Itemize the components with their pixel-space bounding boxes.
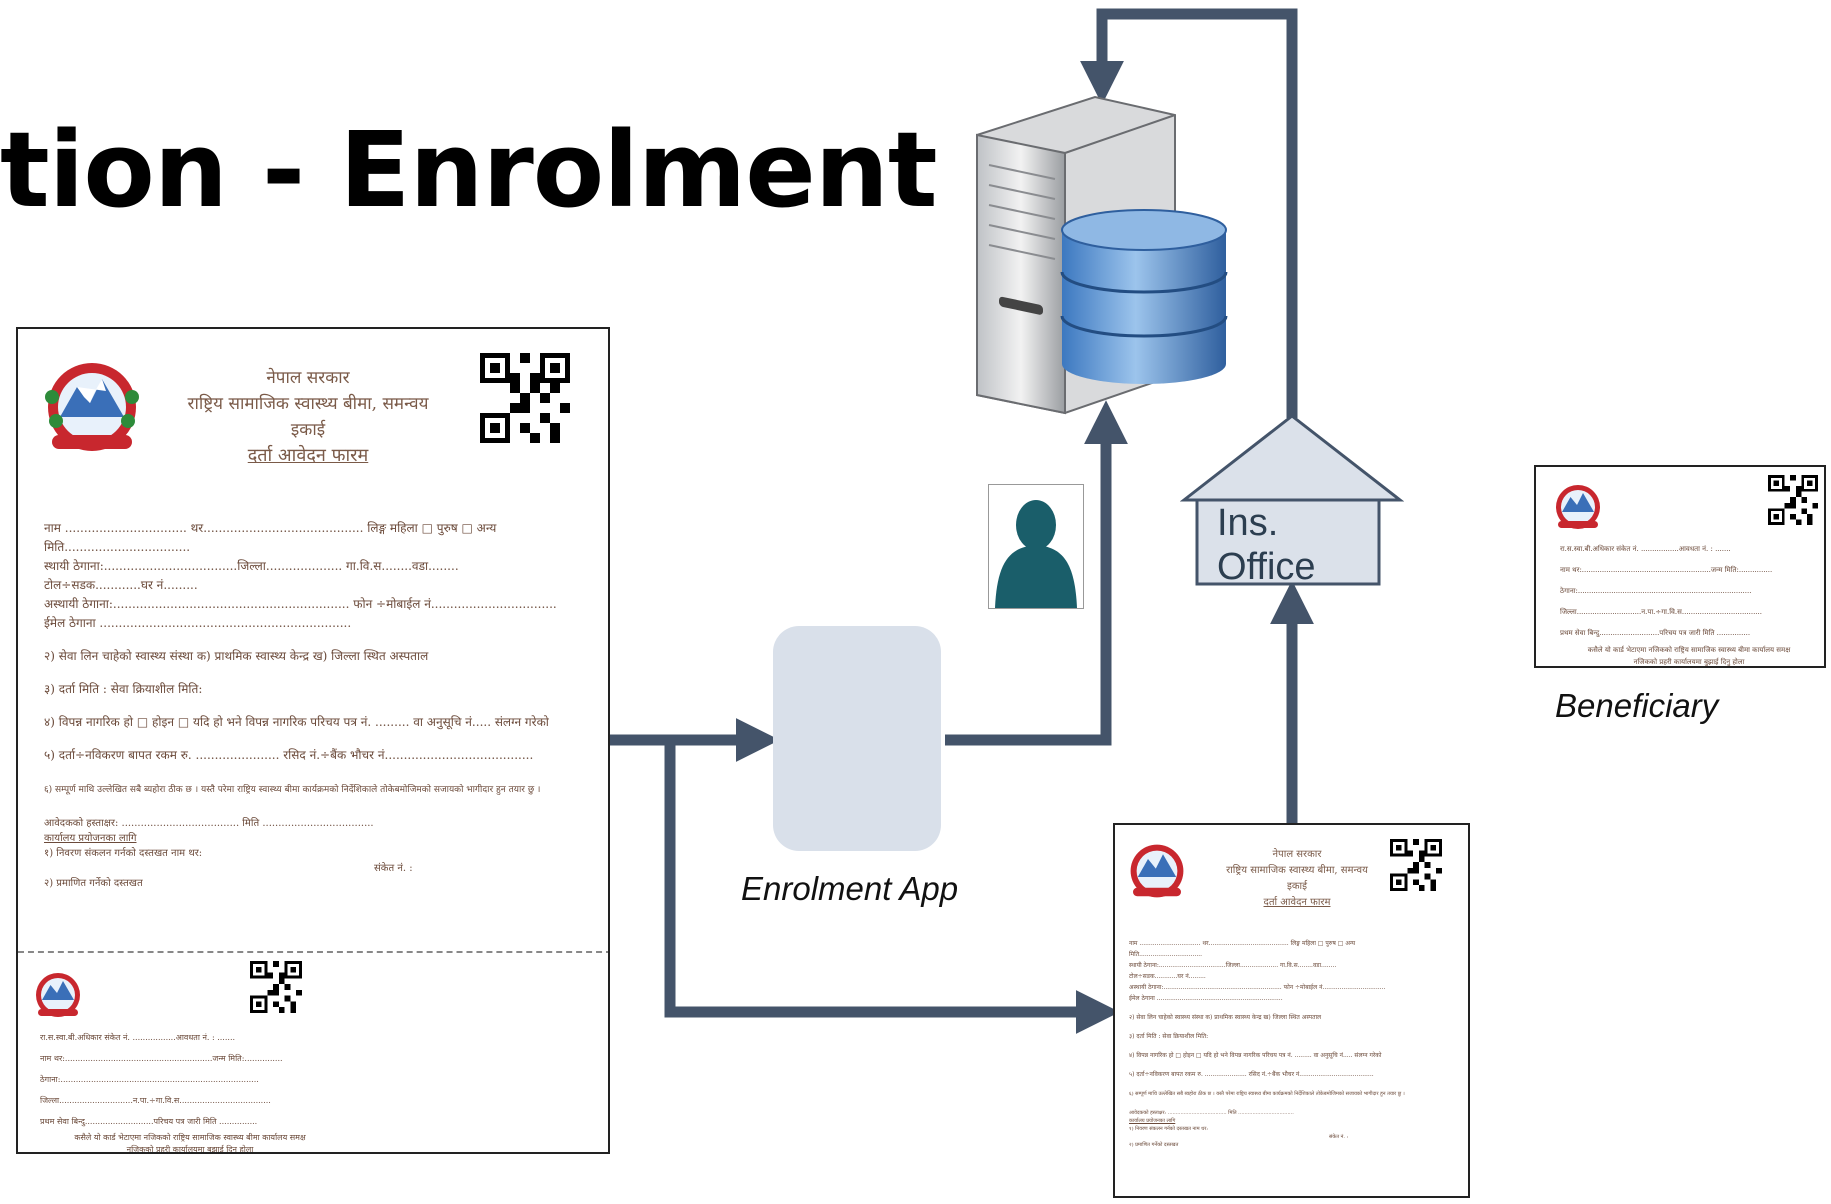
form-header-title: दर्ता आवेदन फारम bbox=[247, 445, 369, 466]
emblem-icon bbox=[32, 357, 152, 457]
form-field-line: आवेदकको हस्ताक्षर: .....................… bbox=[44, 818, 374, 829]
form-field-line: नाम ................................ थर.… bbox=[44, 521, 497, 535]
card-line: प्रथम सेवा बिन्दु.......................… bbox=[40, 1117, 258, 1126]
form-field-line: ५) दर्ता÷नविकरण बापत रकम रु. ...........… bbox=[1129, 1071, 1374, 1078]
form-field-line: २) सेवा लिन चाहेको स्वास्थ्य संस्था क) प… bbox=[44, 649, 429, 663]
qr-code-icon bbox=[480, 353, 570, 443]
registration-form-copy: नेपाल सरकार राष्ट्रिय सामाजिक स्वास्थ्य … bbox=[1113, 823, 1470, 1198]
card-line: नाम थर:.................................… bbox=[1560, 566, 1773, 574]
form-field-line: २) सेवा लिन चाहेको स्वास्थ्य संस्था क) प… bbox=[1129, 1014, 1322, 1021]
enrolment-app-label: Enrolment App bbox=[741, 870, 959, 907]
card-line: प्रथम सेवा बिन्दु.......................… bbox=[1560, 629, 1751, 637]
form-field-line: टोल÷सडक............घर नं......... bbox=[44, 578, 198, 592]
form-header-gov: नेपाल सरकार bbox=[1272, 849, 1322, 860]
arrow-form-to-copy bbox=[664, 740, 1120, 1034]
qr-code-icon bbox=[1768, 475, 1818, 525]
form-field-line: ४) विपन्न नागरिक हो □ होइन □ यदि हो भने … bbox=[44, 715, 549, 729]
qr-code-icon bbox=[250, 961, 302, 1013]
ins-office-label: Ins. Office bbox=[1217, 501, 1316, 589]
form-field-line: कार्यालय प्रयोजनका लागि bbox=[44, 833, 137, 844]
form-header-title: दर्ता आवेदन फारम bbox=[1263, 897, 1331, 908]
card-line: ठेगाना:.................................… bbox=[40, 1075, 259, 1084]
form-header-unit-2: इकाई bbox=[1286, 881, 1308, 892]
form-header-unit: राष्ट्रिय सामाजिक स्वास्थ्य बीमा, समन्वय bbox=[187, 394, 429, 414]
form-field-line: ३) दर्ता मिति : सेवा क्रियाशील मिति: bbox=[1129, 1033, 1209, 1040]
card-fields: रा.स.स्वा.बी.अधिकार संकेत नं. ..........… bbox=[1560, 539, 1818, 666]
form-field-line: ईमेल ठेगाना ............................… bbox=[1129, 995, 1283, 1002]
beneficiary-label: Beneficiary bbox=[1555, 687, 1719, 724]
form-field-line: मिति................................. bbox=[44, 540, 191, 554]
card-line: ठेगाना:.................................… bbox=[1560, 587, 1752, 595]
form-field-line: ५) दर्ता÷नविकरण बापत रकम रु. ...........… bbox=[44, 748, 534, 762]
form-field-line: आवेदकको हस्ताक्षर: .....................… bbox=[1129, 1110, 1294, 1116]
card-line: जिल्ला.............................न.पा.… bbox=[40, 1096, 271, 1105]
form-field-line: टोल÷सडक............घर नं......... bbox=[1129, 973, 1206, 980]
card-line: कसैले यो कार्ड भेटाएमा नजिकको राष्ट्रिय … bbox=[74, 1133, 306, 1142]
form-field-line: संकेत नं. : bbox=[1329, 1134, 1349, 1140]
form-header-unit: राष्ट्रिय सामाजिक स्वास्थ्य बीमा, समन्वय bbox=[1226, 865, 1368, 876]
card-line: नजिकको प्रहरी कार्यालयमा बुझाई दिनु होला bbox=[1633, 658, 1745, 666]
office-house-icon bbox=[1180, 412, 1404, 587]
form-field-line: ईमेल ठेगाना ............................… bbox=[44, 616, 352, 630]
form-fields: नाम ................................ थर.… bbox=[44, 519, 604, 891]
form-field-line: ६) सम्पूर्ण माथि उल्लेखित सबै ब्यहोरा ठी… bbox=[1129, 1091, 1405, 1097]
form-field-line: कार्यालय प्रयोजनका लागि bbox=[1129, 1118, 1176, 1124]
registration-form: नेपाल सरकार राष्ट्रिय सामाजिक स्वास्थ्य … bbox=[16, 327, 610, 1154]
form-field-line: मिति................................. bbox=[1129, 951, 1203, 958]
form-field-line: स्थायी ठेगाना:..........................… bbox=[44, 559, 459, 573]
card-line: नाम थर:.................................… bbox=[40, 1054, 283, 1063]
ins-office-line2: Office bbox=[1217, 546, 1316, 588]
form-field-line: २) प्रमाणित गर्नेको दस्तखत bbox=[1129, 1142, 1179, 1148]
card-line: जिल्ला.............................न.पा.… bbox=[1560, 608, 1762, 616]
form-field-line: १) निवरण संकलन गर्नको दस्तखत नाम थर: bbox=[44, 848, 203, 859]
form-field-line: २) प्रमाणित गर्नेको दस्तखत bbox=[44, 878, 143, 889]
form-field-line: अस्थायी ठेगाना:.........................… bbox=[44, 597, 557, 611]
arrow-office-to-server bbox=[1080, 8, 1298, 418]
card-line: कसैले यो कार्ड भेटाएमा नजिकको राष्ट्रिय … bbox=[1587, 646, 1791, 654]
arrow-app-to-server bbox=[945, 400, 1128, 746]
card-fields: रा.स.स्वा.बी.अधिकार संकेत नं. ..........… bbox=[40, 1027, 340, 1154]
card-line: रा.स.स्वा.बी.अधिकार संकेत नं. ..........… bbox=[1560, 545, 1731, 553]
tear-line bbox=[18, 951, 608, 953]
card-line: नजिकको प्रहरी कार्यालयमा बुझाई दिनु होला bbox=[126, 1145, 254, 1154]
form-field-line: संकेत नं. : bbox=[374, 863, 413, 874]
form-field-line: ४) विपन्न नागरिक हो □ होइन □ यदि हो भने … bbox=[1129, 1052, 1382, 1059]
form-field-line: नाम ................................ थर.… bbox=[1129, 940, 1356, 947]
form-field-line: ६) सम्पूर्ण माथि उल्लेखित सबै ब्यहोरा ठी… bbox=[44, 785, 541, 795]
form-field-line: अस्थायी ठेगाना:.........................… bbox=[1129, 984, 1386, 991]
beneficiary-card: रा.स.स्वा.बी.अधिकार संकेत नं. ..........… bbox=[1534, 465, 1826, 668]
card-line: रा.स.स्वा.बी.अधिकार संकेत नं. ..........… bbox=[40, 1033, 236, 1042]
emblem-icon bbox=[1121, 841, 1193, 901]
form-header-gov: नेपाल सरकार bbox=[266, 368, 350, 388]
emblem-icon bbox=[28, 969, 88, 1021]
emblem-icon bbox=[1548, 481, 1608, 533]
form-field-line: ३) दर्ता मिति : सेवा क्रियाशील मिति: bbox=[44, 682, 203, 696]
database-icon bbox=[1058, 208, 1230, 388]
enrolment-app-box bbox=[773, 626, 941, 851]
qr-code-icon bbox=[1390, 839, 1442, 891]
form-field-line: स्थायी ठेगाना:..........................… bbox=[1129, 962, 1337, 969]
form-field-line: १) निवरण संकलन गर्नको दस्तखत नाम थर: bbox=[1129, 1126, 1209, 1132]
page-title: tion - Enrolment bbox=[0, 109, 938, 231]
form-header-unit-2: इकाई bbox=[290, 420, 326, 440]
form-fields: नाम ................................ थर.… bbox=[1129, 938, 1464, 1149]
person-icon bbox=[988, 484, 1084, 609]
ins-office-line1: Ins. bbox=[1217, 502, 1279, 544]
